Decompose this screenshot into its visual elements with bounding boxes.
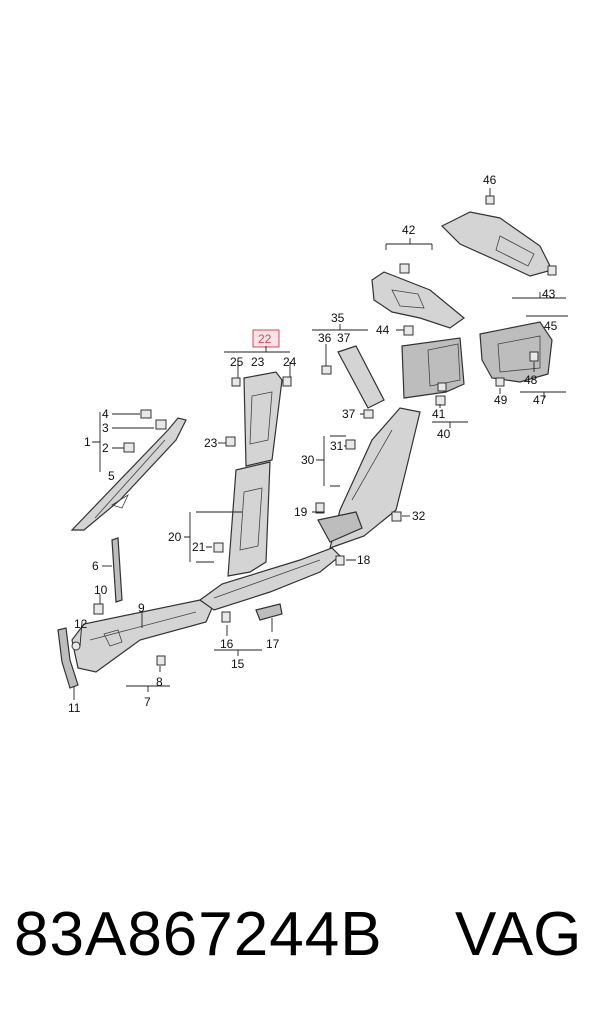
callout-25: 25 bbox=[230, 355, 244, 369]
parcel-shelf-side-trim bbox=[371, 263, 465, 336]
luggage-side-trim bbox=[479, 321, 553, 387]
callout-43: 43 bbox=[542, 287, 556, 301]
callout-45: 45 bbox=[544, 319, 558, 333]
callout-9: 9 bbox=[138, 601, 145, 615]
callout-31: 31 bbox=[330, 439, 344, 453]
callout-24: 24 bbox=[283, 355, 297, 369]
callout-37b: 37 bbox=[342, 407, 356, 421]
c-pillar-upper-trim bbox=[321, 345, 385, 419]
callout-46: 46 bbox=[483, 173, 497, 187]
callout-35: 35 bbox=[331, 311, 345, 325]
side-bracket bbox=[57, 627, 81, 689]
callout-47: 47 bbox=[533, 393, 547, 407]
part-number: 83A867244B bbox=[14, 900, 383, 969]
callout-44: 44 bbox=[376, 323, 390, 337]
callout-21: 21 bbox=[192, 540, 206, 554]
callout-12: 12 bbox=[74, 617, 88, 631]
footer: 83A867244B VAG bbox=[0, 895, 600, 985]
leader-lines bbox=[73, 188, 568, 700]
c-pillar-lower-trim bbox=[315, 407, 421, 566]
callout-18: 18 bbox=[357, 553, 371, 567]
exploded-parts-diagram: 22 1 bbox=[57, 173, 568, 715]
callout-6: 6 bbox=[92, 559, 99, 573]
callout-40: 40 bbox=[437, 427, 451, 441]
callout-20: 20 bbox=[168, 530, 182, 544]
callout-17: 17 bbox=[266, 637, 280, 651]
rear-upper-trim bbox=[440, 195, 557, 277]
callout-4: 4 bbox=[102, 407, 109, 421]
callout-15: 15 bbox=[231, 657, 245, 671]
callout-36: 36 bbox=[318, 331, 332, 345]
callout-7: 7 bbox=[144, 695, 151, 709]
callout-37a: 37 bbox=[337, 331, 351, 345]
callout-8: 8 bbox=[156, 675, 163, 689]
callout-5: 5 bbox=[108, 469, 115, 483]
callout-48: 48 bbox=[524, 373, 538, 387]
callout-41: 41 bbox=[432, 407, 446, 421]
callout-32: 32 bbox=[412, 509, 426, 523]
sill-trim-middle bbox=[198, 547, 341, 623]
a-pillar-trim bbox=[70, 409, 187, 531]
callout-42: 42 bbox=[402, 223, 416, 237]
callout-23a: 23 bbox=[251, 355, 265, 369]
callout-2: 2 bbox=[102, 441, 109, 455]
brand-label: VAG bbox=[455, 900, 582, 969]
callout-3: 3 bbox=[102, 421, 109, 435]
callout-1: 1 bbox=[84, 435, 91, 449]
callout-numbers: 1 2 3 4 5 6 7 8 9 10 11 12 15 16 17 18 1… bbox=[68, 173, 558, 715]
callout-10: 10 bbox=[94, 583, 108, 597]
trim-strip bbox=[111, 537, 123, 603]
b-pillar-trim bbox=[213, 371, 292, 577]
callout-16: 16 bbox=[220, 637, 234, 651]
callout-19: 19 bbox=[294, 505, 308, 519]
callout-30: 30 bbox=[301, 453, 315, 467]
quarter-panel-trim bbox=[401, 337, 465, 406]
callout-11: 11 bbox=[68, 701, 81, 715]
callout-49: 49 bbox=[494, 393, 508, 407]
callout-22: 22 bbox=[258, 332, 272, 346]
callout-23b: 23 bbox=[204, 436, 218, 450]
